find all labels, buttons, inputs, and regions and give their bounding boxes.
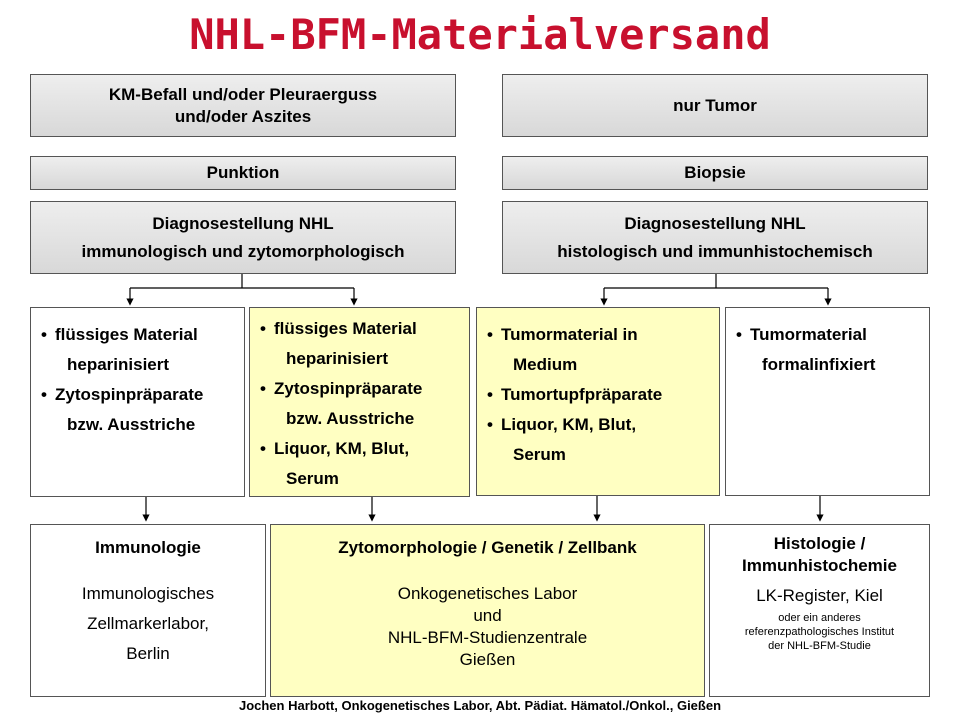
destination-line: und — [473, 606, 502, 625]
destination-line: LK-Register, Kiel — [756, 586, 883, 605]
destination-title: Immunologie — [95, 538, 201, 557]
destination-line: Onkogenetisches Labor — [397, 584, 578, 603]
destination-note: der NHL-BFM-Studie — [768, 640, 871, 652]
diagnosis-line: immunologisch und zytomorphologisch — [81, 241, 405, 261]
destination-title: Zytomorphologie / Genetik / Zellbank — [338, 538, 637, 557]
list-item: •Liquor, KM, Blut,Serum — [260, 439, 410, 488]
diagnosis-box-left: Diagnosestellung NHL immunologisch und z… — [30, 201, 456, 274]
destination-title: Histologie / — [773, 534, 866, 553]
destination-title: Immunhistochemie — [742, 556, 897, 575]
destination-line: Gießen — [459, 650, 516, 669]
destination-note: referenzpathologisches Institut — [744, 626, 895, 638]
destination-line: Berlin — [126, 644, 170, 663]
footer-credit: Jochen Harbott, Onkogenetisches Labor, A… — [238, 698, 722, 713]
diagnosis-line: Diagnosestellung NHL — [152, 213, 334, 233]
condition-line: und/oder Aszites — [174, 106, 312, 126]
condition-box-right: nur Tumor — [502, 74, 928, 137]
destination-immunologie: Immunologie Immunologisches Zellmarkerla… — [30, 524, 266, 697]
destination-zytomorphologie: Zytomorphologie / Genetik / Zellbank Onk… — [270, 524, 705, 697]
destination-line: Zellmarkerlabor, — [87, 614, 209, 633]
list-item: •Liquor, KM, Blut,Serum — [487, 415, 637, 464]
destination-line: NHL-BFM-Studienzentrale — [387, 628, 588, 647]
destination-histologie: Histologie / Immunhistochemie LK-Registe… — [709, 524, 930, 697]
diagnosis-line: histologisch und immunhistochemisch — [557, 241, 873, 261]
diagnosis-line: Diagnosestellung NHL — [624, 213, 806, 233]
list-item: •Tumortupfpräparate — [487, 385, 663, 404]
diagnosis-box-right: Diagnosestellung NHL histologisch und im… — [502, 201, 928, 274]
procedure-label: Punktion — [206, 163, 280, 182]
destination-line: Immunologisches — [81, 584, 215, 603]
condition-box-left: KM-Befall und/oder Pleuraerguss und/oder… — [30, 74, 456, 137]
page-title: NHL-BFM-Materialversand — [189, 10, 771, 59]
procedure-box-left: Punktion — [30, 156, 456, 190]
condition-line: KM-Befall und/oder Pleuraerguss — [108, 84, 378, 104]
destination-note: oder ein anderes — [778, 612, 861, 624]
condition-line: nur Tumor — [673, 95, 757, 115]
procedure-label: Biopsie — [684, 163, 746, 182]
procedure-box-right: Biopsie — [502, 156, 928, 190]
